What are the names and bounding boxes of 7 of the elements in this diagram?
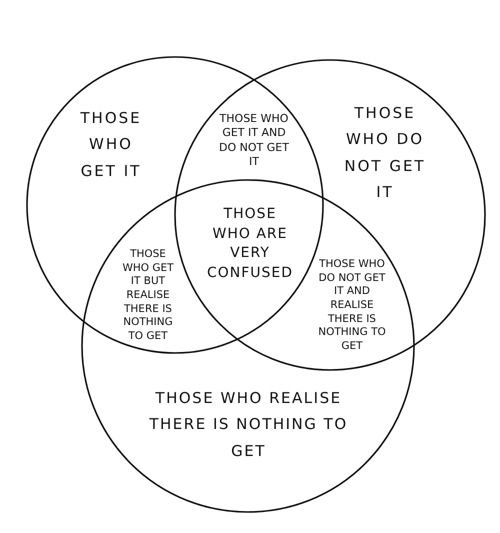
- intersection-label: THOSE WHO GET IT BUT REALISE THERE IS NOTHING TO GET: [121, 248, 175, 344]
- intersection-label: THOSE WHO GET IT AND DO NOT GET IT: [218, 112, 290, 170]
- set-label: THOSE WHO REALISE THERE IS NOTHING TO GET: [148, 388, 349, 462]
- set-label: THOSE WHO DO NOT GET IT: [343, 103, 427, 203]
- set-label: THOSE WHO GET IT: [79, 108, 143, 182]
- intersection-label: THOSE WHO ARE VERY CONFUSED: [206, 205, 294, 283]
- intersection-label: THOSE WHO DO NOT GET IT AND REALISE THERE IS NOTHING TO GET: [317, 258, 387, 354]
